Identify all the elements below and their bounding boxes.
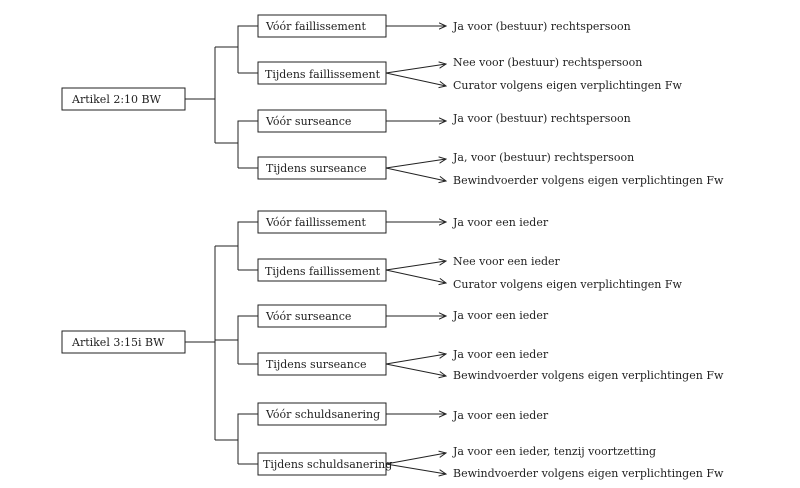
branch-label: Tijdens faillissement bbox=[265, 68, 381, 81]
arrows bbox=[385, 222, 446, 474]
branch-node: Vóór surseance bbox=[257, 304, 387, 328]
arrow bbox=[385, 64, 446, 74]
arrow bbox=[385, 453, 446, 465]
root-label: Artikel 3:15i BW bbox=[71, 336, 165, 349]
branch-label: Tijdens surseance bbox=[266, 358, 367, 371]
tree-artikel-2-10: Artikel 2:10 BW Vóór faillissement Tijde… bbox=[61, 14, 724, 187]
outcome-label: Nee voor een ieder bbox=[453, 255, 561, 268]
arrow bbox=[385, 363, 446, 376]
outcome-label: Curator volgens eigen verplichtingen Fw bbox=[453, 79, 683, 92]
connector-lines bbox=[185, 25, 258, 169]
branch-node: Vóór surseance bbox=[257, 109, 387, 133]
arrow bbox=[385, 167, 446, 181]
arrow bbox=[385, 159, 446, 169]
outcome-label: Ja voor een ieder bbox=[452, 309, 549, 322]
root-label: Artikel 2:10 BW bbox=[71, 93, 162, 106]
arrow bbox=[385, 354, 446, 365]
branch-label: Vóór schuldsanering bbox=[265, 408, 380, 421]
outcome-label: Bewindvoerder volgens eigen verplichting… bbox=[453, 467, 724, 480]
branch-label: Vóór faillissement bbox=[265, 216, 366, 229]
branch-node: Tijdens schuldsanering bbox=[257, 452, 392, 476]
outcome-label: Bewindvoerder volgens eigen verplichting… bbox=[453, 369, 724, 382]
branch-node: Vóór schuldsanering bbox=[257, 402, 387, 426]
outcome-label: Ja voor een ieder bbox=[452, 348, 549, 361]
arrows bbox=[385, 26, 446, 181]
connector-lines bbox=[185, 221, 258, 465]
root-node: Artikel 3:15i BW bbox=[61, 330, 186, 354]
arrow bbox=[385, 463, 446, 474]
branch-node: Tijdens surseance bbox=[257, 156, 387, 180]
branch-node: Tijdens surseance bbox=[257, 352, 387, 376]
branch-node: Vóór faillissement bbox=[257, 14, 387, 38]
root-node: Artikel 2:10 BW bbox=[61, 87, 186, 111]
branch-node: Tijdens faillissement bbox=[257, 61, 387, 85]
branch-label: Vóór surseance bbox=[265, 115, 351, 128]
outcome-label: Nee voor (bestuur) rechtspersoon bbox=[453, 56, 642, 69]
outcome-label: Ja voor een ieder bbox=[452, 409, 549, 422]
outcome-label: Ja voor (bestuur) rechtspersoon bbox=[452, 112, 631, 125]
outcome-label: Bewindvoerder volgens eigen verplichting… bbox=[453, 174, 724, 187]
outcome-label: Ja, voor (bestuur) rechtspersoon bbox=[452, 151, 634, 164]
branch-label: Tijdens schuldsanering bbox=[263, 458, 392, 471]
arrow bbox=[385, 269, 446, 283]
arrow bbox=[385, 72, 446, 86]
outcome-label: Curator volgens eigen verplichtingen Fw bbox=[453, 278, 683, 291]
branch-node: Tijdens faillissement bbox=[257, 258, 387, 282]
branch-node: Vóór faillissement bbox=[257, 210, 387, 234]
branch-label: Vóór faillissement bbox=[265, 20, 366, 33]
arrow bbox=[385, 261, 446, 271]
branch-label: Tijdens surseance bbox=[266, 162, 367, 175]
tree-artikel-3-15i: Artikel 3:15i BW Vóór faillissement Tijd… bbox=[61, 210, 724, 480]
outcome-label: Ja voor (bestuur) rechtspersoon bbox=[452, 20, 631, 33]
outcome-label: Ja voor een ieder bbox=[452, 216, 549, 229]
branch-label: Vóór surseance bbox=[265, 310, 351, 323]
outcome-label: Ja voor een ieder, tenzij voortzetting bbox=[452, 445, 656, 458]
branch-label: Tijdens faillissement bbox=[265, 265, 381, 278]
